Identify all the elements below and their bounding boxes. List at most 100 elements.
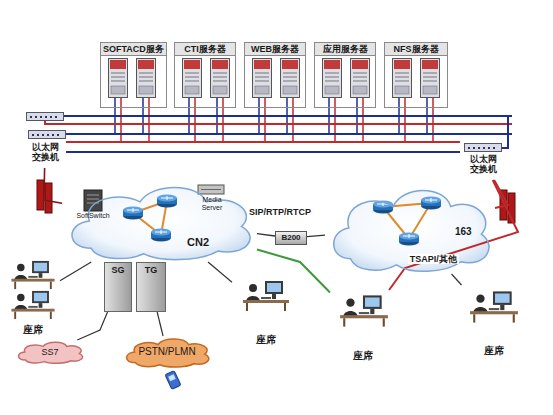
cloud-shape bbox=[127, 339, 209, 367]
node-label: SS7 bbox=[41, 347, 58, 357]
network-device: Media Server bbox=[196, 184, 228, 216]
ethernet-bus bbox=[45, 116, 512, 152]
server-group: CTI服务器 bbox=[174, 42, 236, 108]
gateway-cabinet: SG bbox=[104, 262, 132, 312]
router-icons-part bbox=[399, 233, 419, 246]
network-link bbox=[307, 235, 325, 237]
router-icons-part bbox=[123, 207, 143, 220]
server-group: SOFTACD服务 bbox=[100, 42, 167, 108]
node-label: 座席 bbox=[484, 345, 504, 357]
network-link bbox=[257, 234, 275, 236]
node-label: 座席 bbox=[256, 334, 276, 346]
node-label: B200 bbox=[281, 233, 300, 242]
node-label: Media Server bbox=[196, 196, 228, 212]
cloud-shape bbox=[334, 190, 489, 271]
node-label: CN2 bbox=[187, 236, 209, 249]
cloud-fill bbox=[72, 188, 489, 272]
gateway-box: B200 bbox=[275, 231, 307, 245]
node-label: SoftSwitch bbox=[76, 212, 109, 220]
node-label: WEB服务器 bbox=[245, 43, 305, 56]
phone-icon bbox=[165, 371, 181, 390]
agent-icons-part bbox=[11, 261, 54, 289]
network-link bbox=[208, 262, 232, 282]
server-drops-part bbox=[121, 98, 433, 142]
network-cloud: SS7 bbox=[15, 340, 85, 364]
switch-icons-part bbox=[27, 113, 64, 121]
router-icons-part bbox=[151, 229, 171, 242]
agent-icons-part bbox=[243, 281, 289, 311]
agent-desk: 座席 bbox=[232, 276, 300, 346]
server-icons-part bbox=[421, 59, 440, 98]
agent-desk: 座席 bbox=[458, 285, 530, 357]
network-link bbox=[452, 274, 462, 285]
node-label: 座席 bbox=[353, 350, 373, 362]
node-label: SG bbox=[111, 265, 124, 275]
node-label: TG bbox=[145, 265, 158, 275]
node-label: PSTN/PLMN bbox=[138, 346, 195, 358]
node-label: 以太网 交换机 bbox=[468, 154, 498, 175]
node-label: NFS服务器 bbox=[385, 43, 447, 56]
server-icons-part bbox=[393, 59, 412, 98]
network-link bbox=[60, 262, 91, 281]
agent-icons-part bbox=[11, 291, 54, 319]
node-label: 以太网 交换机 bbox=[30, 142, 60, 163]
agent-desk: 座席 bbox=[6, 258, 60, 336]
router-icons bbox=[123, 195, 441, 246]
ethernet-bus-part bbox=[64, 116, 512, 152]
media-server-icon-part bbox=[201, 189, 221, 190]
firewall-icons-part bbox=[45, 183, 52, 213]
node-label: 座席 bbox=[23, 324, 43, 336]
server-icons-part bbox=[211, 59, 230, 98]
server-group: NFS服务器 bbox=[384, 42, 448, 108]
media-server-icon bbox=[198, 185, 224, 194]
agent-icons-part bbox=[470, 291, 518, 322]
switch-icons-part bbox=[29, 131, 66, 139]
phone-icon-part bbox=[168, 374, 176, 381]
server-icons bbox=[109, 59, 440, 98]
media-server-icon-part bbox=[198, 185, 224, 194]
link-label: SIP/RTP/RTCP bbox=[247, 207, 313, 218]
switch-icons bbox=[27, 113, 502, 152]
server-group: 应用服务器 bbox=[314, 42, 376, 108]
node-label: SOFTACD服务 bbox=[101, 43, 166, 56]
node-label: CTI服务器 bbox=[175, 43, 235, 56]
server-icons-part bbox=[351, 59, 370, 98]
server-icons-part bbox=[253, 59, 272, 98]
gateway-cabinet: TG bbox=[136, 262, 166, 312]
network-link bbox=[77, 312, 107, 340]
phone-icon-part bbox=[165, 371, 181, 390]
ethernet-bus-part bbox=[45, 121, 64, 124]
link-label-holder: TSAPI/其他 bbox=[408, 254, 459, 265]
cloud-shape bbox=[19, 342, 83, 363]
server-icons-part bbox=[109, 59, 128, 98]
server-group: WEB服务器 bbox=[244, 42, 306, 108]
ethernet-switch: 以太网 交换机 bbox=[462, 140, 504, 180]
network-cloud: PSTN/PLMN bbox=[122, 336, 212, 368]
node-label: 163 bbox=[455, 226, 472, 238]
server-icons-part bbox=[183, 59, 202, 98]
network-link bbox=[157, 312, 163, 336]
firewall-icons-part bbox=[37, 180, 44, 210]
server-icons-part bbox=[281, 59, 300, 98]
server-icons-part bbox=[137, 59, 156, 98]
cn2-cloud-fill bbox=[72, 188, 250, 260]
network-cloud: CN2 SoftSwitch Media Server bbox=[62, 180, 257, 262]
ethernet-switch: 以太网 交换机 bbox=[24, 128, 66, 168]
switch-icons-part bbox=[465, 144, 502, 152]
network-link bbox=[257, 249, 330, 292]
agent-icons-part bbox=[340, 295, 388, 326]
server-drops bbox=[115, 98, 433, 142]
network-link bbox=[44, 168, 62, 203]
link-label: TSAPI/其他 bbox=[408, 254, 459, 265]
router-icons-part bbox=[157, 195, 177, 208]
ethernet-bus-part bbox=[502, 116, 508, 148]
agent-desk: 座席 bbox=[330, 290, 396, 362]
cloud-shape bbox=[72, 188, 250, 260]
network-link bbox=[389, 180, 518, 290]
server-icons-part bbox=[323, 59, 342, 98]
cloud-outline bbox=[62, 180, 257, 262]
network-link bbox=[494, 180, 508, 208]
firewall-icons bbox=[37, 180, 515, 223]
